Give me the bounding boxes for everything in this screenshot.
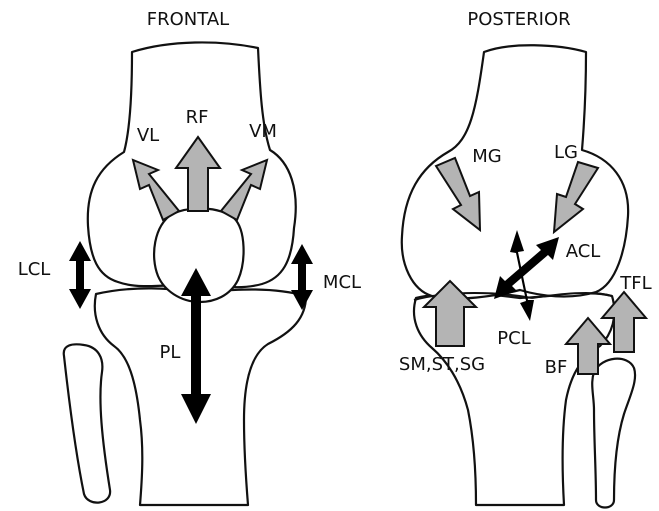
mcl-label: MCL bbox=[323, 272, 361, 293]
tfl-label: TFL bbox=[619, 273, 651, 294]
vm-label: VM bbox=[249, 121, 277, 142]
bf-label: BF bbox=[545, 357, 568, 378]
acl-label: ACL bbox=[566, 241, 601, 262]
frontal-title: FRONTAL bbox=[147, 9, 229, 30]
lg-label: LG bbox=[554, 142, 578, 163]
posterior-title: POSTERIOR bbox=[467, 9, 570, 30]
pcl-label: PCL bbox=[497, 328, 530, 349]
posterior-panel: POSTERIOR MG LG ACL TFL PCL SM,ST,SG BF bbox=[399, 9, 652, 508]
mg-label: MG bbox=[472, 146, 501, 167]
sm-st-sg-label: SM,ST,SG bbox=[399, 354, 485, 375]
rf-label: RF bbox=[186, 107, 209, 128]
frontal-panel: FRONTAL VL RF VM LCL MCL PL bbox=[18, 9, 361, 505]
vl-label: VL bbox=[137, 125, 159, 146]
lcl-arrow bbox=[69, 241, 91, 309]
posterior-fibula bbox=[592, 359, 635, 508]
pl-label: PL bbox=[160, 342, 181, 363]
lcl-label: LCL bbox=[18, 259, 51, 280]
frontal-fibula bbox=[64, 344, 110, 502]
